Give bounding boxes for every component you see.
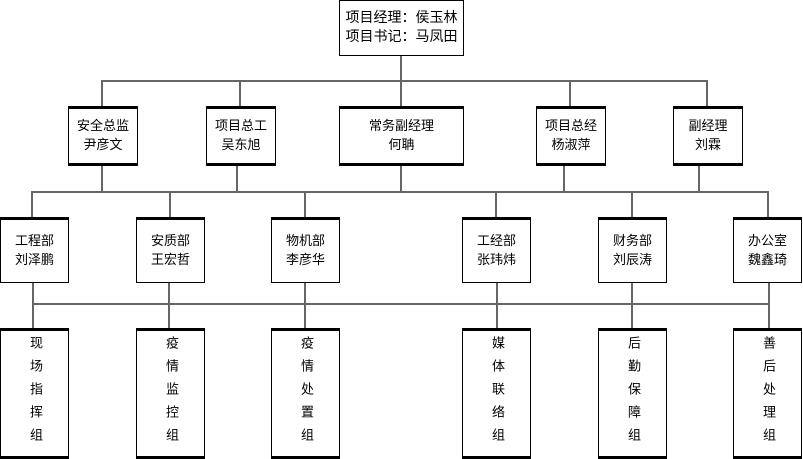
connector xyxy=(32,282,34,329)
connector xyxy=(768,282,770,329)
connector xyxy=(563,165,565,192)
level4-node-onsite-command: 现场指挥组 xyxy=(0,328,69,459)
node-person: 何聃 xyxy=(388,138,415,153)
connector-level3-bus xyxy=(31,191,768,193)
level3-node-engineering: 工程部 刘泽鹏 xyxy=(0,217,69,283)
node-title: 常务副经理 xyxy=(368,119,434,134)
dept-head: 张玮炜 xyxy=(476,253,516,268)
group-name: 善后处理组 xyxy=(760,336,775,451)
connector xyxy=(239,80,241,107)
connector-level4-bus xyxy=(32,303,769,305)
dept-name: 工程部 xyxy=(14,234,54,249)
dept-name: 安质部 xyxy=(150,234,190,249)
level4-node-logistics: 后勤保障组 xyxy=(598,328,667,459)
connector xyxy=(698,165,700,192)
connector xyxy=(304,191,306,218)
node-title: 项目总经 xyxy=(544,119,597,134)
connector xyxy=(169,191,171,218)
connector-root-down xyxy=(400,55,402,81)
dept-head: 刘泽鹏 xyxy=(14,253,54,268)
dept-head: 王宏哲 xyxy=(150,253,190,268)
group-name: 疫情监控组 xyxy=(163,336,178,451)
level4-node-epidemic-monitoring: 疫情监控组 xyxy=(136,328,205,459)
node-title: 副经理 xyxy=(688,119,728,134)
level2-node-safety-director: 安全总监 尹彦文 xyxy=(68,106,138,166)
level2-node-deputy-manager: 副经理 刘霖 xyxy=(673,106,743,166)
node-person: 吴东旭 xyxy=(221,138,261,153)
connector-level2-bus xyxy=(101,80,708,82)
connector xyxy=(400,80,402,107)
level3-node-quality-safety: 安质部 王宏哲 xyxy=(136,217,205,283)
connector xyxy=(31,191,33,218)
connector xyxy=(706,80,708,107)
dept-name: 物机部 xyxy=(285,234,325,249)
level3-node-office: 办公室 魏鑫琦 xyxy=(733,217,802,283)
node-person: 尹彦文 xyxy=(83,138,123,153)
connector xyxy=(236,165,238,192)
connector xyxy=(631,191,633,218)
level2-node-executive-deputy: 常务副经理 何聃 xyxy=(339,106,464,166)
dept-name: 财务部 xyxy=(612,234,652,249)
level4-node-media-liaison: 媒体联络组 xyxy=(462,328,531,459)
project-secretary: 项目书记：马凤田 xyxy=(345,29,458,45)
connector xyxy=(400,165,402,192)
connector xyxy=(631,282,633,329)
level2-node-chief-engineer: 项目总工 吴东旭 xyxy=(206,106,276,166)
connector xyxy=(495,191,497,218)
project-manager: 项目经理：侯玉林 xyxy=(345,10,458,26)
level3-node-finance: 财务部 刘辰涛 xyxy=(598,217,667,283)
dept-name: 工经部 xyxy=(476,234,516,249)
node-person: 杨淑萍 xyxy=(551,138,591,153)
node-title: 项目总工 xyxy=(214,119,267,134)
connector xyxy=(304,282,306,329)
dept-head: 李彦华 xyxy=(285,253,325,268)
level3-node-economics: 工经部 张玮炜 xyxy=(462,217,531,283)
dept-head: 魏鑫琦 xyxy=(747,253,787,268)
group-name: 疫情处置组 xyxy=(298,336,313,451)
level4-node-aftermath: 善后处理组 xyxy=(733,328,802,459)
root-node: 项目经理：侯玉林 项目书记：马凤田 xyxy=(339,0,464,56)
dept-name: 办公室 xyxy=(747,234,787,249)
node-person: 刘霖 xyxy=(694,138,721,153)
connector xyxy=(101,165,103,192)
connector xyxy=(569,80,571,107)
connector xyxy=(101,80,103,107)
dept-head: 刘辰涛 xyxy=(612,253,652,268)
group-name: 媒体联络组 xyxy=(489,336,504,451)
connector xyxy=(767,191,769,218)
group-name: 后勤保障组 xyxy=(625,336,640,451)
node-title: 安全总监 xyxy=(76,119,129,134)
group-name: 现场指挥组 xyxy=(27,336,42,451)
level2-node-chief-economist: 项目总经 杨淑萍 xyxy=(536,106,606,166)
level4-node-epidemic-handling: 疫情处置组 xyxy=(271,328,340,459)
connector xyxy=(496,282,498,329)
level3-node-materials: 物机部 李彦华 xyxy=(271,217,340,283)
connector xyxy=(168,282,170,329)
